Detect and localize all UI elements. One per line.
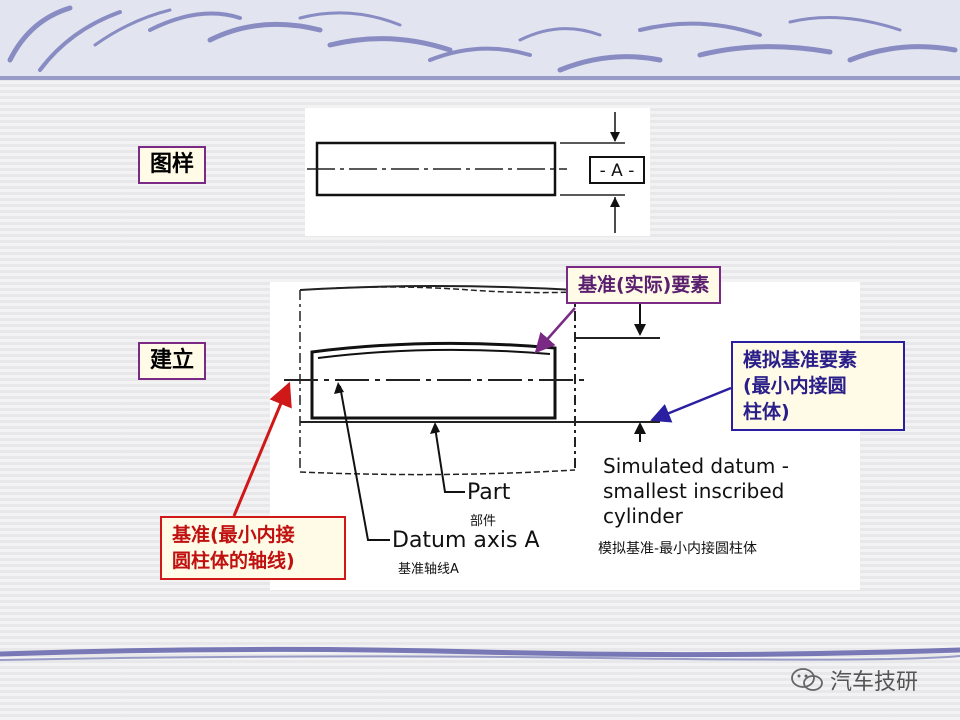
watermark-text: 汽车技研 [830, 670, 919, 695]
pattern-drawing: - A - [305, 108, 650, 236]
part-label-en: Part [467, 480, 511, 505]
simulated-datum-callout: 模拟基准要素 (最小内接圆 柱体) [731, 341, 905, 431]
top-decorative-band [0, 0, 960, 80]
simulated-datum-label-cn: 模拟基准-最小内接圆柱体 [598, 541, 758, 557]
simulated-datum-label-en: Simulated datum - smallest inscribed cyl… [603, 454, 789, 528]
datum-axis-label-cn: 基准轴线A [398, 562, 459, 577]
establish-drawing: Part 部件 Datum axis A 基准轴线A Simulated dat… [270, 282, 860, 590]
watermark: 汽车技研 [790, 664, 918, 696]
establish-label: 建立 [138, 342, 207, 380]
pattern-label: 图样 [138, 146, 207, 184]
actual-datum-feature-callout: 基准(实际)要素 [566, 266, 722, 304]
wechat-icon [791, 668, 823, 691]
bottom-decorative-band [0, 646, 960, 661]
datum-frame-text: - A - [600, 161, 635, 181]
datum-axis-label-en: Datum axis A [392, 528, 540, 553]
datum-axis-callout: 基准(最小内接 圆柱体的轴线) [160, 516, 346, 580]
part-label-cn: 部件 [470, 514, 497, 529]
